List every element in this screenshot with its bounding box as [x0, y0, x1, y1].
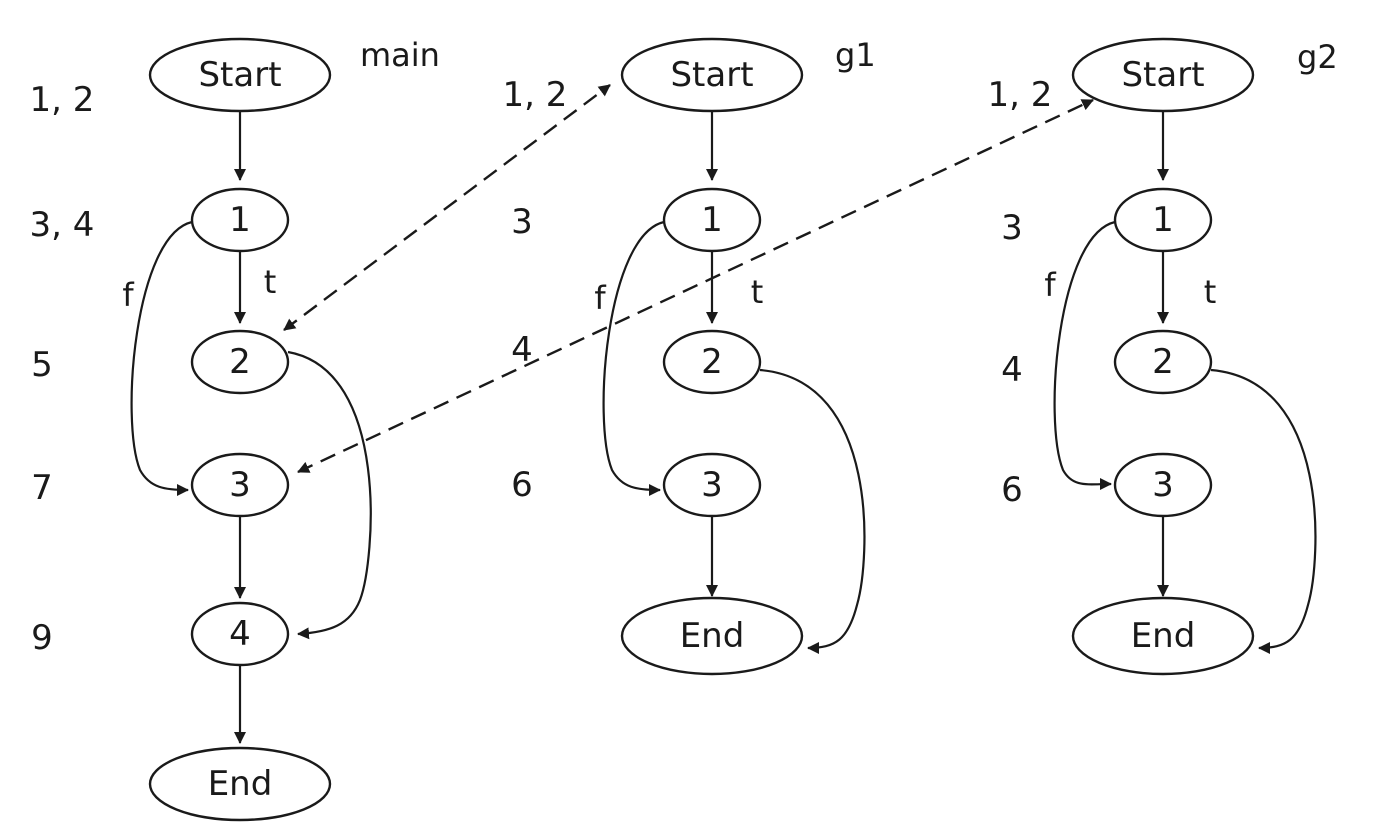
edge-g1-n2-end	[759, 368, 866, 654]
line-label-main-n2: 5	[31, 345, 53, 385]
call-edge-main-2-to-g1-start	[283, 84, 611, 331]
svg-text:1: 1	[701, 200, 723, 240]
graph-title-g2: g2	[1297, 38, 1338, 76]
node-g2-2: 2	[1113, 329, 1213, 395]
edge-label-g1-true: t	[751, 273, 764, 311]
graph-g1: g1 1, 2 3 4 6 t f Start 1 2 3 End	[503, 36, 876, 676]
edge-main-n2-n4	[287, 350, 372, 640]
svg-text:2: 2	[229, 342, 251, 382]
edge-main-n1-n3-false	[130, 220, 193, 496]
node-g2-start: Start	[1071, 37, 1255, 113]
node-main-2: 2	[190, 329, 290, 395]
svg-text:2: 2	[1152, 342, 1174, 382]
line-label-main-start: 1, 2	[30, 80, 95, 120]
graph-title-main: main	[360, 36, 440, 74]
edge-label-main-false: f	[122, 276, 134, 314]
svg-text:1: 1	[1152, 200, 1174, 240]
line-label-main-n3: 7	[31, 468, 53, 508]
line-label-g2-n1: 3	[1001, 208, 1023, 248]
graph-main: main 1, 2 3, 4 5 7 9 t f Start 1 2 3	[30, 36, 440, 822]
edge-g2-n1-n3-false	[1053, 220, 1116, 491]
svg-text:2: 2	[701, 342, 723, 382]
edge-label-g2-false: f	[1044, 266, 1056, 304]
edge-label-main-true: t	[264, 263, 277, 301]
node-main-end: End	[148, 746, 332, 822]
svg-text:3: 3	[701, 465, 723, 505]
node-main-4: 4	[190, 601, 290, 667]
line-label-main-n1: 3, 4	[30, 205, 95, 245]
edge-label-g2-true: t	[1204, 273, 1217, 311]
node-main-3: 3	[190, 452, 290, 518]
node-g1-1: 1	[662, 187, 762, 253]
graph-title-g1: g1	[835, 36, 876, 74]
node-g2-end: End	[1071, 596, 1255, 676]
line-label-g1-n3: 6	[511, 465, 533, 505]
node-g2-1: 1	[1113, 187, 1213, 253]
node-g1-2: 2	[662, 329, 762, 395]
node-main-1: 1	[190, 187, 290, 253]
line-label-g2-n3: 6	[1001, 470, 1023, 510]
svg-text:End: End	[680, 616, 745, 656]
edge-g2-n2-end	[1210, 368, 1317, 654]
line-label-g2-start: 1, 2	[988, 75, 1053, 115]
node-main-start: Start	[148, 37, 332, 113]
svg-text:3: 3	[1152, 465, 1174, 505]
line-label-g2-n2: 4	[1001, 350, 1023, 390]
node-g1-start: Start	[620, 37, 804, 113]
svg-text:Start: Start	[670, 55, 753, 95]
svg-text:End: End	[1131, 616, 1196, 656]
svg-text:4: 4	[229, 614, 251, 654]
node-g1-3: 3	[662, 452, 762, 518]
edge-label-g1-false: f	[594, 279, 606, 317]
svg-text:Start: Start	[198, 55, 281, 95]
graph-g2: g2 1, 2 3 4 6 t f Start 1 2 3 End	[988, 37, 1338, 676]
node-g1-end: End	[620, 596, 804, 676]
line-label-g1-start: 1, 2	[503, 75, 568, 115]
svg-text:3: 3	[229, 465, 251, 505]
node-g2-3: 3	[1113, 452, 1213, 518]
line-label-g1-n1: 3	[511, 202, 533, 242]
edge-g1-n1-n3-false	[602, 220, 665, 496]
svg-text:1: 1	[229, 200, 251, 240]
svg-text:Start: Start	[1121, 55, 1204, 95]
svg-text:End: End	[208, 764, 273, 804]
line-label-main-n4: 9	[31, 618, 53, 658]
call-edge-main-3-to-g2-start	[297, 98, 1094, 474]
